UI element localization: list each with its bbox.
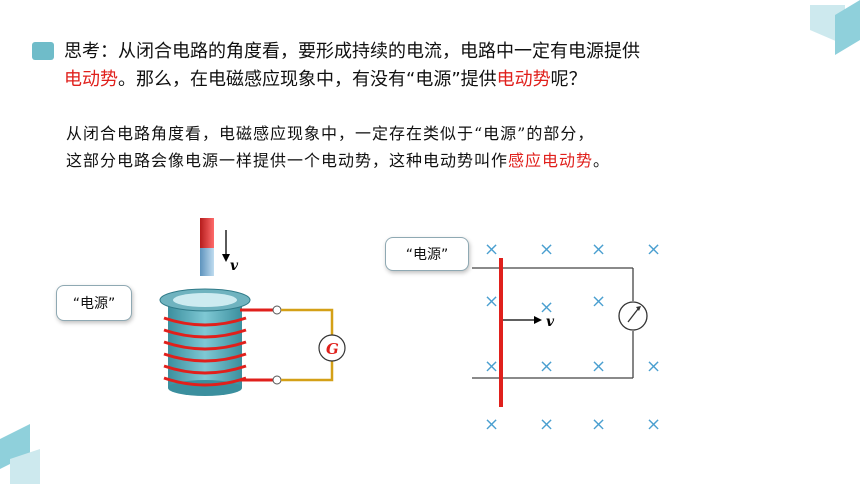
galvanometer xyxy=(318,334,346,362)
svg-text:×: × xyxy=(484,291,499,312)
velocity-label-right: v xyxy=(546,314,555,330)
svg-text:×: × xyxy=(484,356,499,377)
paragraph-line-1: 从闭合电路角度看，电磁感应现象中，一定存在类似于“电源”的部分， xyxy=(66,124,595,143)
prompt-highlight-1: 电动势 xyxy=(64,69,118,90)
prompt-highlight-2: 电动势 xyxy=(496,69,551,90)
prompt-tail: 呢？ xyxy=(550,69,587,90)
magnet-north xyxy=(200,218,214,248)
paragraph-end: 。 xyxy=(593,151,611,170)
source-callout-right: “电源” xyxy=(385,237,469,271)
svg-text:×: × xyxy=(591,414,606,435)
coil-body xyxy=(168,300,242,388)
corner-decoration-bottom xyxy=(0,424,40,484)
think-prompt: 思考：从闭合电路的角度看，要形成持续的电流，电路中一定有电源提供 电动势。那么，… xyxy=(64,38,640,94)
galvanometer-label: G xyxy=(326,340,339,358)
rail-figure: × × × × × × × × × × × × × × × v xyxy=(472,239,661,435)
coil-windings xyxy=(163,308,275,387)
prompt-mid: 。那么，在电磁感应现象中，有没有“电源”提供 xyxy=(118,69,497,90)
prompt-lead: 思考：从闭合电路的角度看，要形成持续的电流，电路中一定有电源提供 xyxy=(64,41,640,62)
source-callout-left: “电源” xyxy=(56,285,132,321)
svg-text:×: × xyxy=(539,239,554,260)
coil-figure: v G xyxy=(159,218,346,396)
explanation-paragraph: 从闭合电路角度看，电磁感应现象中，一定存在类似于“电源”的部分， 这部分电路会像… xyxy=(66,120,610,174)
velocity-label-left: v xyxy=(230,258,239,274)
svg-text:×: × xyxy=(591,356,606,377)
svg-text:×: × xyxy=(484,414,499,435)
paragraph-line-2: 这部分电路会像电源一样提供一个电动势，这种电动势叫作 xyxy=(66,151,509,170)
svg-text:×: × xyxy=(646,239,661,260)
corner-decoration-top xyxy=(810,0,860,55)
bullet-marker xyxy=(32,42,54,60)
svg-text:×: × xyxy=(539,297,554,318)
svg-text:×: × xyxy=(484,239,499,260)
magnetic-field: × × × × × × × × × × × × × × × xyxy=(484,239,661,435)
paragraph-highlight: 感应电动势 xyxy=(508,151,594,170)
svg-text:×: × xyxy=(646,356,661,377)
svg-text:×: × xyxy=(539,356,554,377)
svg-text:×: × xyxy=(591,291,606,312)
svg-text:×: × xyxy=(646,414,661,435)
svg-text:×: × xyxy=(591,239,606,260)
magnet-south xyxy=(200,248,214,276)
svg-text:×: × xyxy=(539,414,554,435)
